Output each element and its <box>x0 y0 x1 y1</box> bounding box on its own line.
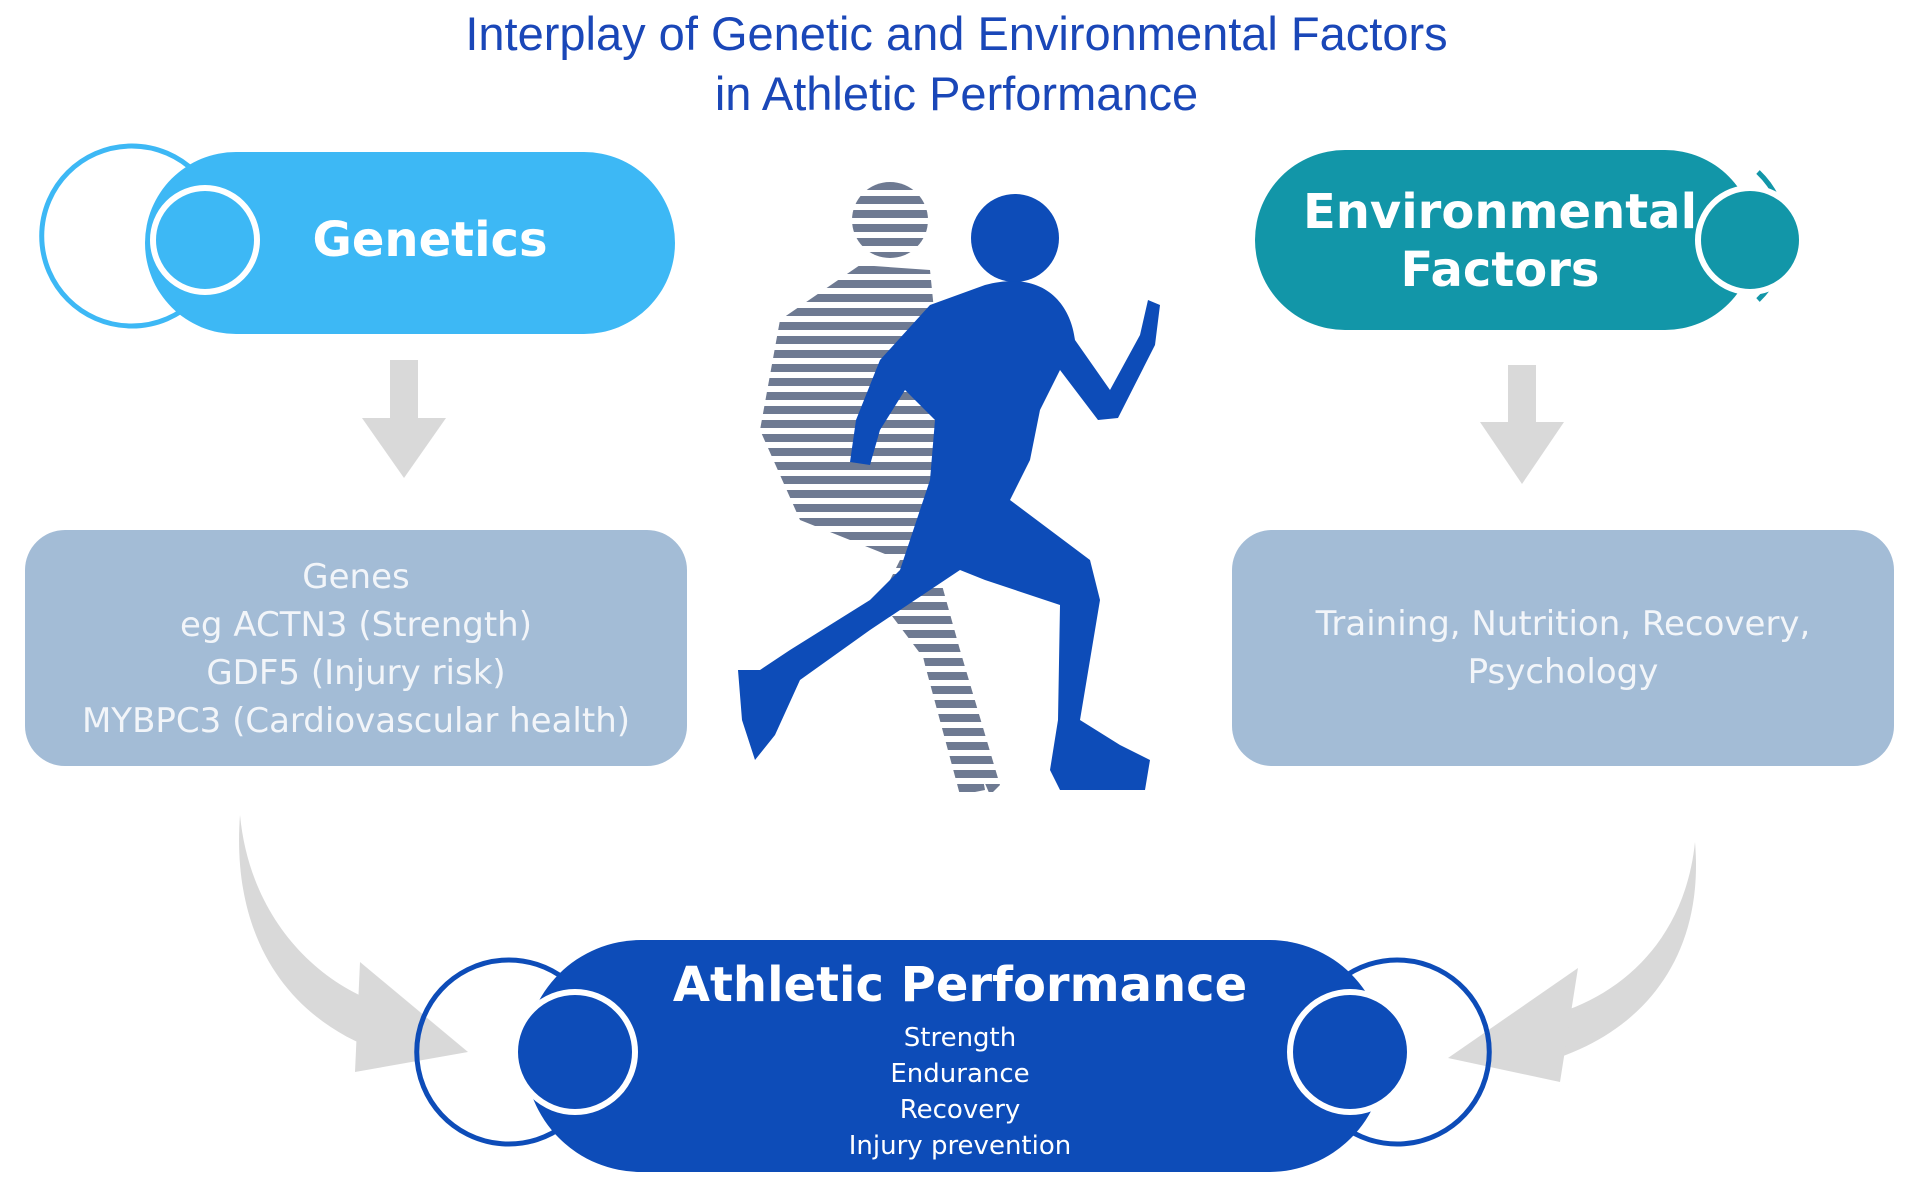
environment-detail-text: Training, Nutrition, Recovery, Psycholog… <box>1232 600 1894 696</box>
genes-detail-text: Genes eg ACTN3 (Strength) GDF5 (Injury r… <box>25 553 687 745</box>
genes-detail-box <box>25 530 687 766</box>
diagram-title: Interplay of Genetic and Environmental F… <box>0 4 1913 124</box>
performance-item: Injury prevention <box>848 1131 1072 1161</box>
genes-detail-line: Genes <box>302 557 410 597</box>
genes-detail-line: MYBPC3 (Cardiovascular health) <box>81 701 631 741</box>
environment-detail-line: Psychology <box>1467 652 1659 692</box>
down-arrow-icon <box>1480 365 1564 484</box>
genes-detail-line: GDF5 (Injury risk) <box>206 653 506 693</box>
performance-item: Strength <box>903 1023 1017 1053</box>
environment-label-line-1: Environmental <box>1302 184 1698 240</box>
curved-arrow-left-icon <box>239 815 468 1072</box>
environment-detail-line: Training, Nutrition, Recovery, <box>1315 604 1811 644</box>
environment-label-line-2: Factors <box>1400 242 1600 298</box>
environment-label: Environmental Factors <box>1270 183 1730 299</box>
genes-detail-line: eg ACTN3 (Strength) <box>180 605 532 645</box>
title-line-2: in Athletic Performance <box>714 67 1199 120</box>
performance-pill <box>414 940 1492 1172</box>
genetics-pill <box>39 143 675 334</box>
genetics-circle-icon <box>150 185 260 295</box>
environment-detail-box <box>1232 530 1894 766</box>
performance-circle-left-icon <box>512 989 638 1115</box>
performance-items: Strength Endurance Recovery Injury preve… <box>760 1020 1160 1164</box>
performance-item: Endurance <box>890 1059 1030 1089</box>
performance-label: Athletic Performance <box>672 957 1248 1013</box>
environment-circle-icon <box>1695 185 1805 295</box>
environment-pill <box>1255 150 1805 330</box>
performance-circle-right-icon <box>1287 989 1413 1115</box>
title-line-1: Interplay of Genetic and Environmental F… <box>465 7 1448 60</box>
runner-silhouette-icon <box>738 182 1160 795</box>
genetics-label: Genetics <box>312 212 548 268</box>
down-arrow-icon <box>362 360 446 478</box>
performance-item: Recovery <box>899 1095 1021 1125</box>
curved-arrow-right-icon <box>1448 842 1697 1082</box>
